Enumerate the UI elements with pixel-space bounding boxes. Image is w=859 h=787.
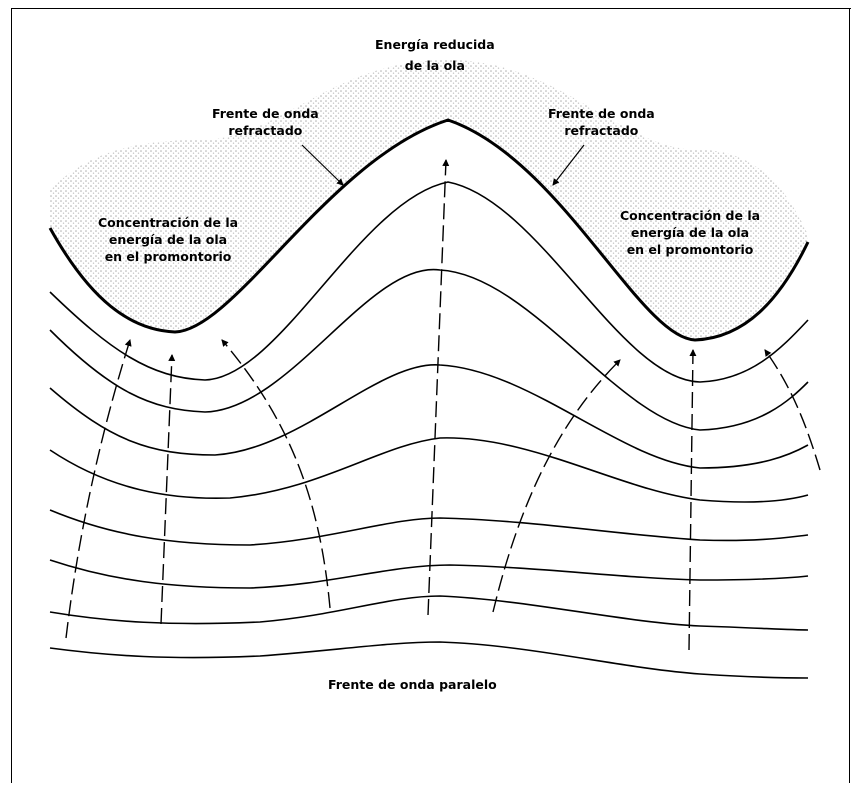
wave-front-line	[49, 364, 809, 469]
label-refracted-left-line2: refractado	[228, 123, 303, 138]
orthogonal-arrow	[160, 354, 176, 625]
leader-arrow-right	[552, 144, 585, 186]
label-concentration-left-line2: energía de la ola	[108, 232, 228, 247]
frame-border-right	[849, 8, 850, 783]
label-concentration-right-line2: energía de la ola	[630, 225, 750, 240]
label-concentration-right-line1: Concentración de la	[620, 208, 761, 223]
label-concentration-left-line3: en el promontorio	[104, 249, 232, 264]
label-parallel-front: Frente de onda paralelo	[328, 676, 497, 693]
label-reduced-energy: Energía reducida de la ola	[375, 36, 495, 74]
label-parallel-front-text: Frente de onda paralelo	[328, 677, 497, 692]
wave-fronts	[49, 181, 809, 679]
wave-front-line	[49, 595, 809, 631]
coastline-stipple	[50, 60, 808, 340]
label-concentration-right: Concentración de la energía de la ola en…	[620, 207, 760, 258]
wave-front-line	[49, 559, 809, 589]
label-refracted-front-right: Frente de onda refractado	[548, 105, 655, 139]
wave-orthogonals	[65, 159, 821, 651]
label-refracted-left-line1: Frente de onda	[212, 106, 319, 121]
orthogonal-arrow	[688, 349, 697, 651]
orthogonal-arrow	[427, 159, 450, 616]
wave-front-line	[49, 268, 809, 431]
wave-front-line	[49, 437, 809, 503]
frame-border-left	[11, 8, 12, 783]
label-reduced-energy-line2: de la ola	[404, 58, 465, 73]
label-reduced-energy-line1: Energía reducida	[375, 37, 495, 52]
wave-front-line	[49, 641, 809, 679]
leader-arrow-left	[301, 144, 344, 186]
orthogonal-arrow	[221, 339, 331, 609]
label-concentration-right-line3: en el promontorio	[626, 242, 754, 257]
coastline-line	[48, 118, 810, 342]
label-refracted-right-line1: Frente de onda	[548, 106, 655, 121]
label-refracted-front-left: Frente de onda refractado	[212, 105, 319, 139]
label-concentration-left-line1: Concentración de la	[98, 215, 239, 230]
orthogonal-arrow	[492, 359, 621, 613]
wave-front-line	[49, 509, 809, 546]
orthogonal-arrow	[764, 349, 821, 471]
label-refracted-right-line2: refractado	[564, 123, 639, 138]
label-concentration-left: Concentración de la energía de la ola en…	[98, 214, 238, 265]
frame-border-top	[11, 8, 851, 9]
label-leaders	[301, 144, 585, 186]
wave-front-line	[49, 181, 809, 383]
orthogonal-arrow	[65, 339, 132, 639]
